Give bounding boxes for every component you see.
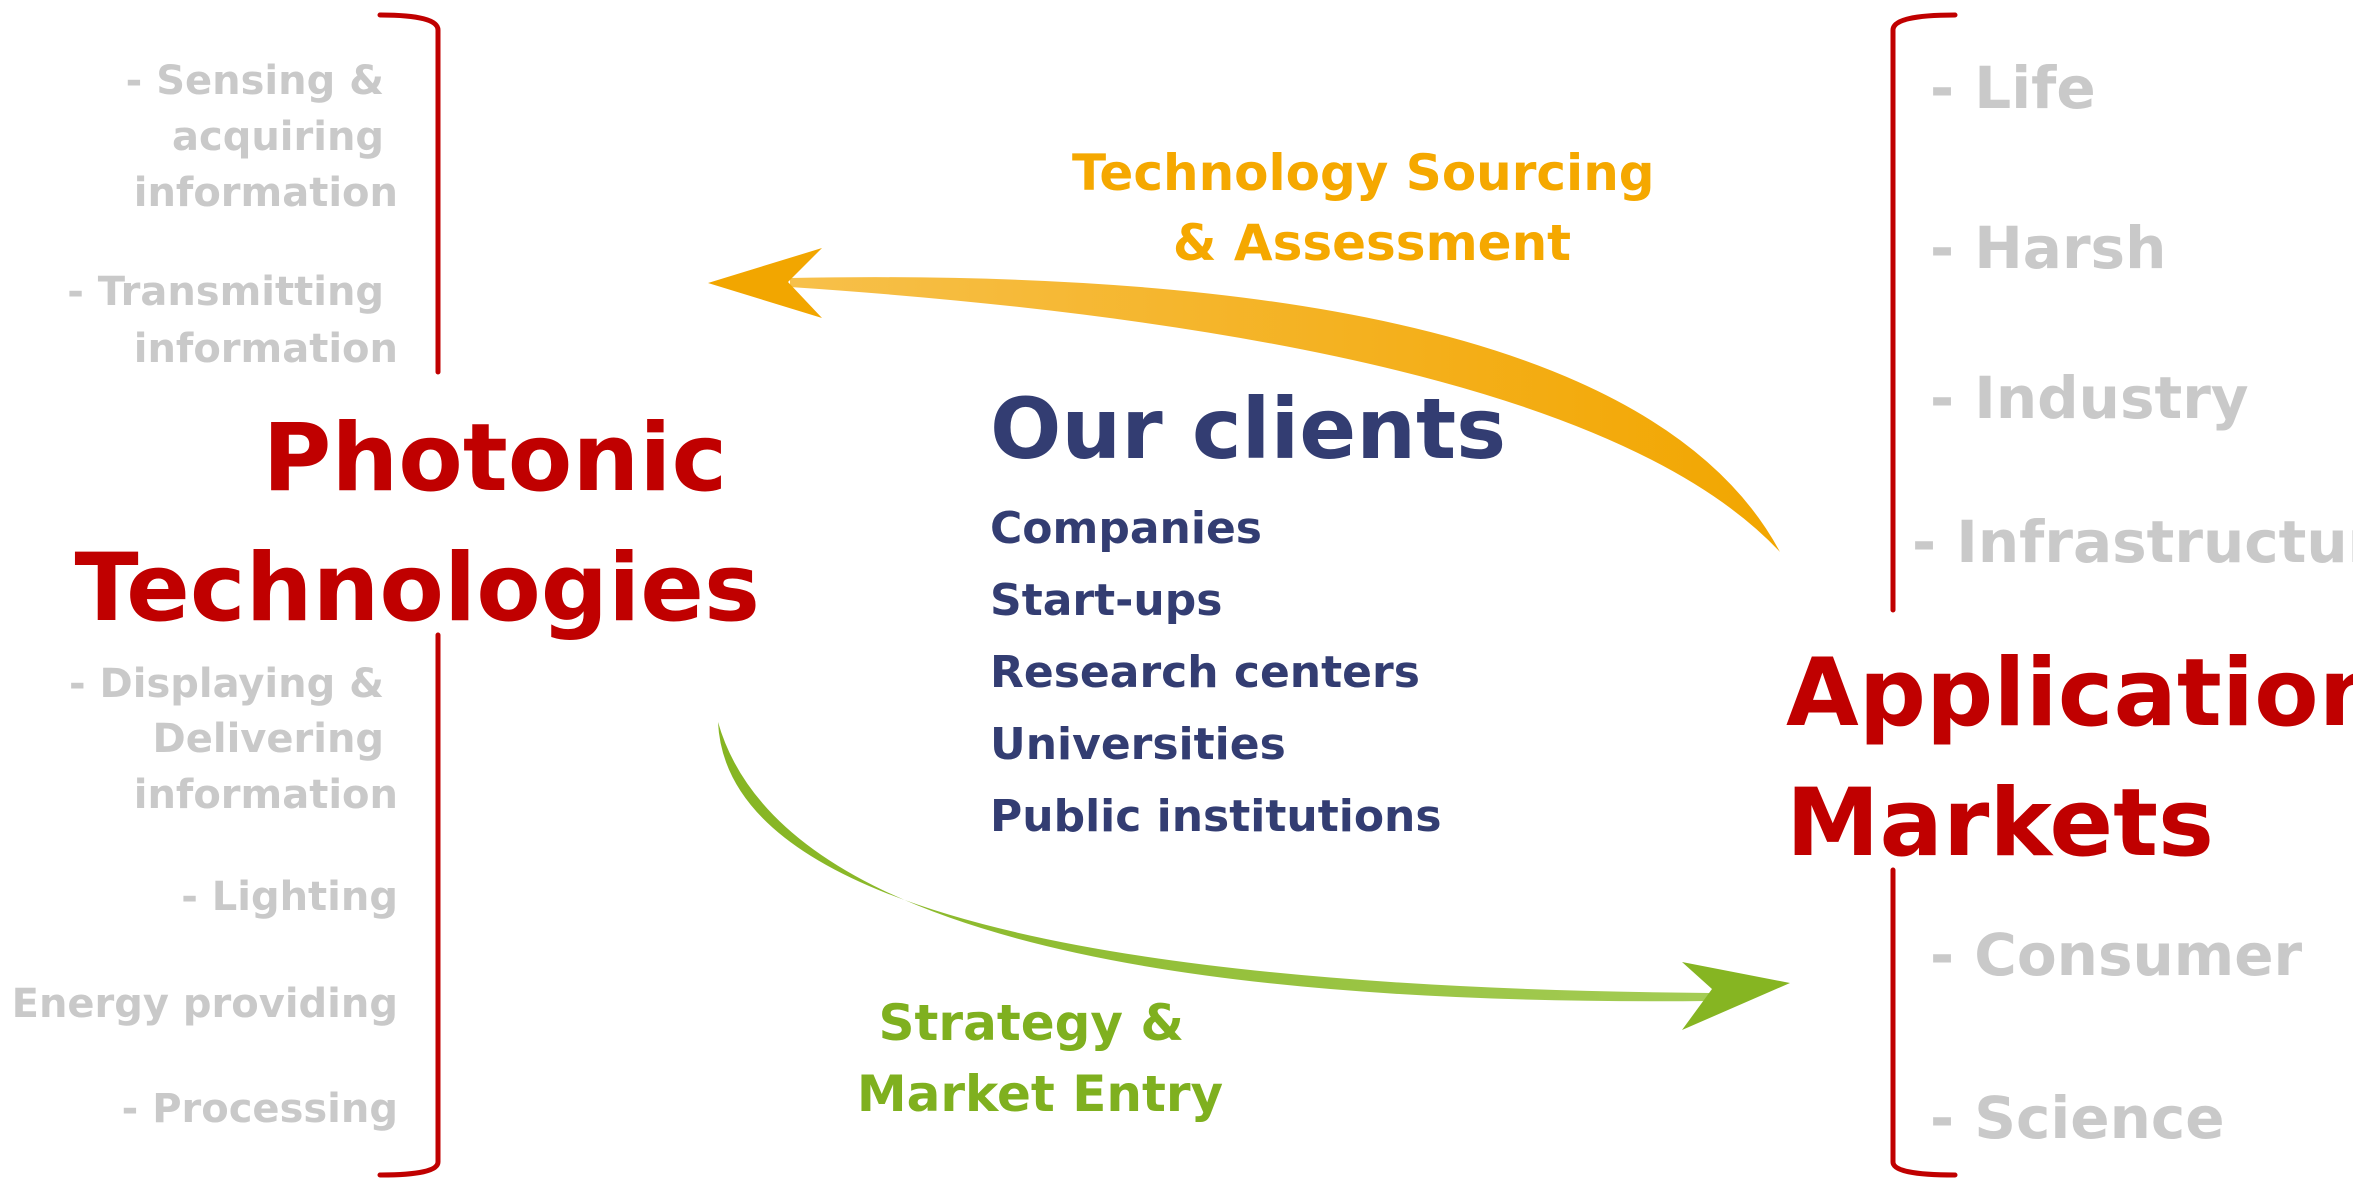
client-item-companies: Companies bbox=[990, 503, 1262, 554]
strategy-market-entry-label: Strategy & Market Entry bbox=[857, 994, 1223, 1123]
right-item-life: - Life bbox=[1930, 54, 2096, 122]
right-bracket bbox=[1890, 12, 1958, 1178]
clients-title: Our clients bbox=[990, 380, 1506, 478]
client-item-research-centers: Research centers bbox=[990, 647, 1420, 698]
left-item-sensing: - Sensing & acquiring information bbox=[126, 58, 398, 216]
green-arrowhead bbox=[1682, 962, 1790, 1030]
left-item-lighting: - Lighting bbox=[181, 874, 398, 920]
left-bottom-items: - Displaying & Delivering information - … bbox=[0, 661, 398, 1132]
orange-arc bbox=[790, 277, 1780, 552]
right-bottom-items: - Consumer - Science bbox=[1930, 921, 2303, 1152]
left-item-energy: - Energy providing bbox=[0, 981, 398, 1027]
right-title: Application Markets bbox=[1786, 639, 2353, 878]
right-item-science: - Science bbox=[1930, 1084, 2225, 1152]
right-item-industry: - Industry bbox=[1930, 364, 2249, 432]
clients-panel: Our clients Companies Start-ups Research… bbox=[990, 380, 1506, 842]
left-item-transmitting: - Transmitting information bbox=[67, 269, 398, 372]
client-item-startups: Start-ups bbox=[990, 575, 1222, 626]
left-top-items: - Sensing & acquiring information - Tran… bbox=[67, 58, 398, 372]
technology-sourcing-arrow bbox=[708, 248, 1780, 552]
right-item-consumer: - Consumer bbox=[1930, 921, 2303, 989]
right-item-harsh: - Harsh bbox=[1930, 214, 2166, 282]
technology-sourcing-label: Technology Sourcing & Assessment bbox=[1072, 144, 1672, 272]
strategy-market-entry-arrow bbox=[718, 722, 1790, 1030]
orange-arrowhead bbox=[708, 248, 822, 318]
client-item-public-institutions: Public institutions bbox=[990, 791, 1442, 842]
left-item-processing: - Processing bbox=[122, 1086, 398, 1132]
left-bracket bbox=[377, 12, 441, 1178]
right-top-items: - Life - Harsh - Industry - Infrastructu… bbox=[1912, 54, 2353, 576]
left-title: Photonic Technologies bbox=[74, 404, 760, 643]
client-item-universities: Universities bbox=[990, 719, 1286, 770]
right-item-infrastructure: - Infrastructure bbox=[1912, 508, 2353, 576]
left-item-displaying: - Displaying & Delivering information bbox=[69, 661, 398, 818]
